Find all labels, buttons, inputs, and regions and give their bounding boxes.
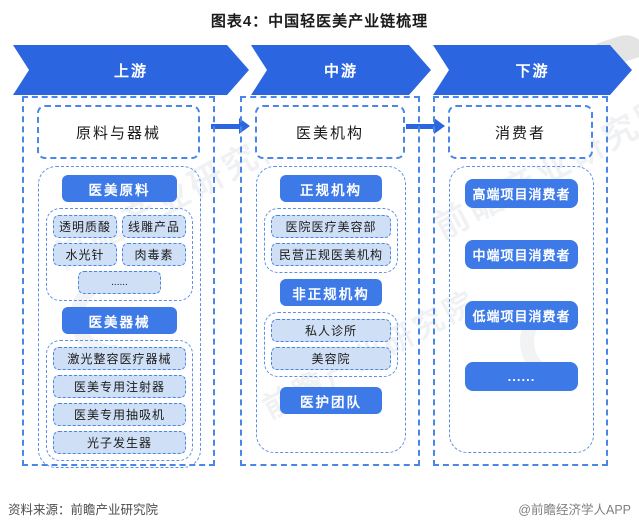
list-item: 私人诊所 xyxy=(271,319,391,342)
upstream-group: 医美原料 透明质酸 线雕产品 水光针 肉毒素 ...... 医美器械 激光整容医… xyxy=(38,166,201,468)
stage-banner-upstream: 上游 xyxy=(13,45,249,95)
page-title: 图表4：中国轻医美产业链梳理 xyxy=(210,13,429,30)
midstream-title: 医美机构 xyxy=(295,124,364,142)
list-item: 水光针 xyxy=(53,243,117,266)
list-item: 医美专用注射器 xyxy=(53,375,186,398)
devices-subbox: 激光整容医疗器械 医美专用注射器 医美专用抽吸机 光子发生器 xyxy=(46,340,193,461)
section-header-informal: 非正规机构 xyxy=(280,279,382,306)
informal-subbox: 私人诊所 美容院 xyxy=(264,312,398,377)
stage-banner-downstream: 下游 xyxy=(433,45,632,95)
section-header-devices: 医美器械 xyxy=(62,307,177,334)
list-item: 线雕产品 xyxy=(122,215,186,238)
section-header-medical-team: 医护团队 xyxy=(280,387,382,414)
midstream-title-box: 医美机构 xyxy=(255,105,405,159)
list-item: 美容院 xyxy=(271,347,391,370)
list-item: 医美专用抽吸机 xyxy=(53,403,186,426)
list-item: 透明质酸 xyxy=(53,215,117,238)
flow-arrow-icon xyxy=(211,118,250,134)
list-item: 激光整容医疗器械 xyxy=(53,347,186,370)
downstream-group: 高端项目消费者 中端项目消费者 低端项目消费者 ...... xyxy=(449,166,594,453)
downstream-title-box: 消费者 xyxy=(448,105,593,159)
midstream-group: 正规机构 医院医疗美容部 民营正规医美机构 非正规机构 私人诊所 美容院 医护团… xyxy=(256,166,406,453)
formal-subbox: 医院医疗美容部 民营正规医美机构 xyxy=(264,208,398,273)
flow-arrow-icon xyxy=(406,118,445,134)
section-header-materials: 医美原料 xyxy=(62,175,177,202)
consumer-segment-more: ...... xyxy=(465,362,578,391)
stage-label-midstream: 中游 xyxy=(323,62,358,80)
consumer-segment: 低端项目消费者 xyxy=(465,301,578,330)
upstream-column: 原料与器械 医美原料 透明质酸 线雕产品 水光针 肉毒素 ...... 医美器械… xyxy=(22,96,215,468)
downstream-column: 消费者 高端项目消费者 中端项目消费者 低端项目消费者 ...... xyxy=(433,96,608,466)
credit-note: @前瞻经济学人APP xyxy=(518,503,631,517)
midstream-column: 医美机构 正规机构 医院医疗美容部 民营正规医美机构 非正规机构 私人诊所 美容… xyxy=(240,96,420,466)
consumer-segment: 高端项目消费者 xyxy=(465,179,578,208)
upstream-title: 原料与器械 xyxy=(75,124,161,142)
stage-banner-midstream: 中游 xyxy=(251,45,431,95)
list-item: 肉毒素 xyxy=(122,243,186,266)
list-item: 民营正规医美机构 xyxy=(271,243,391,266)
list-item-more: ...... xyxy=(78,271,161,294)
stage-label-upstream: 上游 xyxy=(113,62,148,80)
list-item: 医院医疗美容部 xyxy=(271,215,391,238)
materials-subbox: 透明质酸 线雕产品 水光针 肉毒素 ...... xyxy=(46,208,193,301)
consumer-segment: 中端项目消费者 xyxy=(465,240,578,269)
upstream-title-box: 原料与器械 xyxy=(37,105,200,159)
stage-label-downstream: 下游 xyxy=(515,62,550,80)
downstream-title: 消费者 xyxy=(494,124,546,142)
section-header-formal: 正规机构 xyxy=(280,175,382,202)
list-item: 光子发生器 xyxy=(53,431,186,454)
source-note: 资料来源：前瞻产业研究院 xyxy=(8,503,159,517)
